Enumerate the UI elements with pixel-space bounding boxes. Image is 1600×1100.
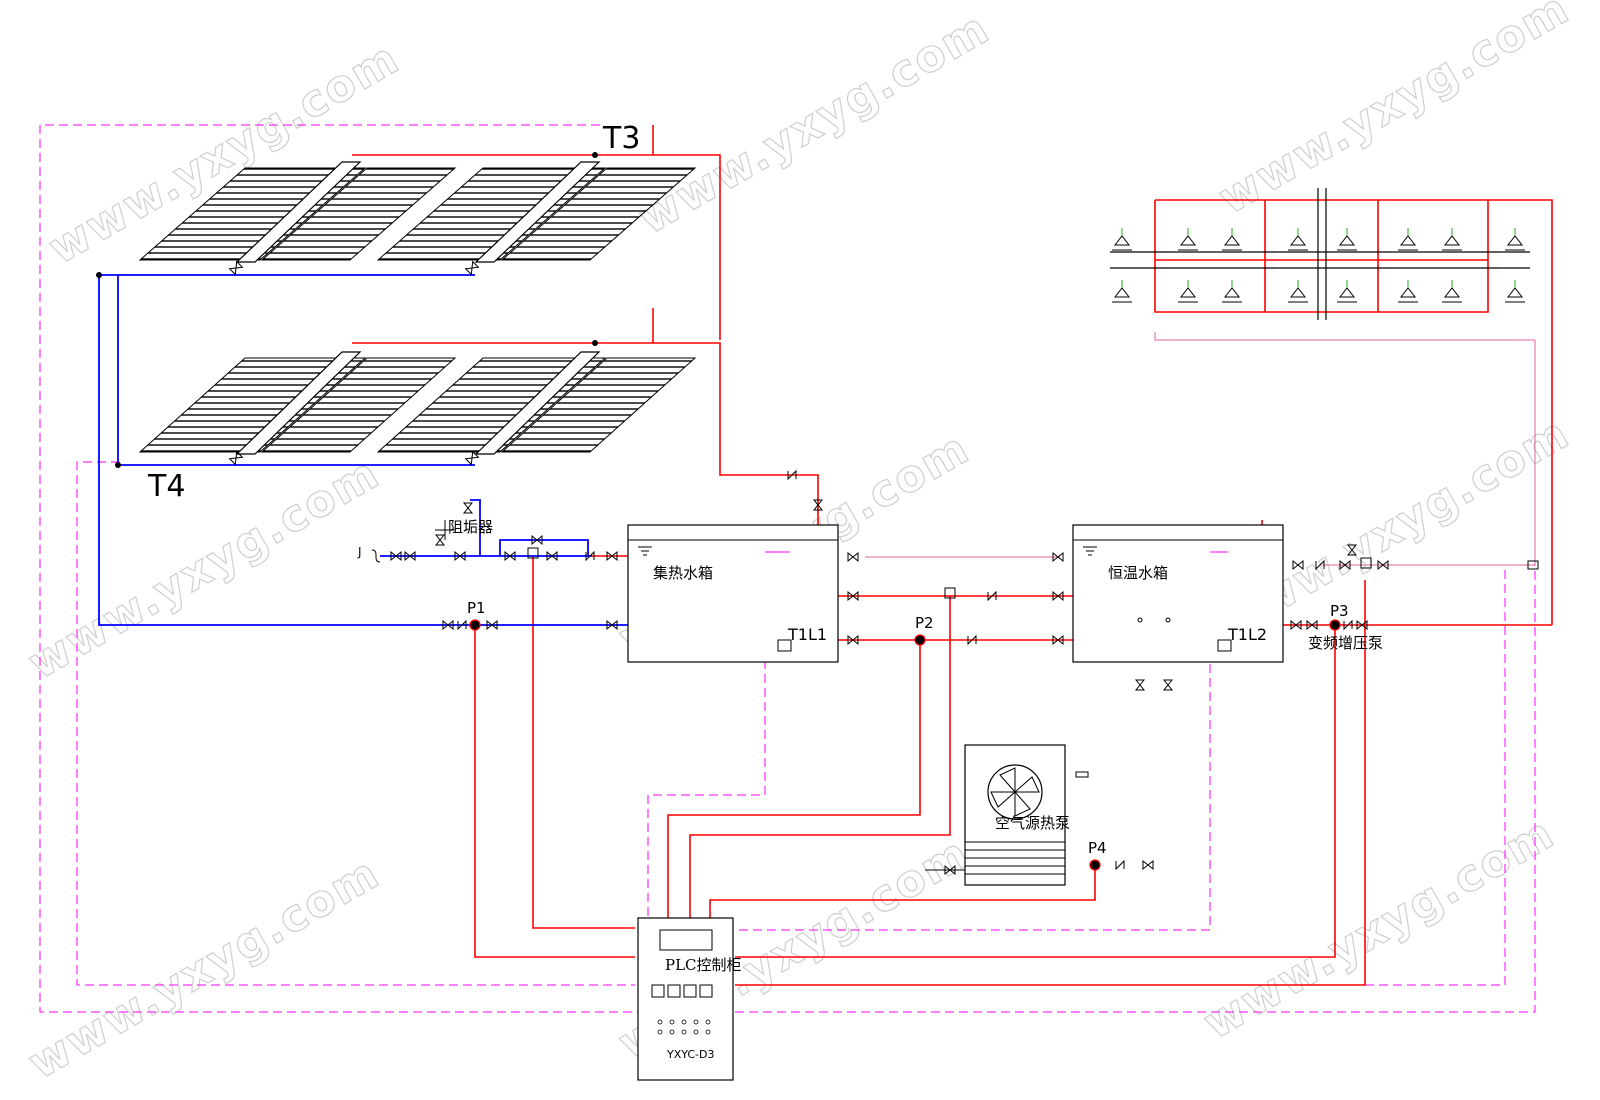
air-source-heat-pump: 空气源热泵 [925, 744, 1089, 886]
pump-p1-label: P1 [467, 599, 486, 617]
watermark: www.yxyg.com [1210, 0, 1578, 225]
collector-tank-label: 集热水箱 [653, 564, 713, 582]
sensor-t4-label: T4 [147, 469, 185, 504]
solar-collector-array-lower [138, 351, 697, 455]
heat-pump-label: 空气源热泵 [995, 814, 1070, 832]
inlet-mark: J [357, 545, 362, 559]
pump-p1: P1 [467, 599, 486, 631]
pump-p4-label: P4 [1088, 839, 1107, 857]
plc-control-cabinet: PLC控制柜 YXYC-D3 [637, 917, 742, 1081]
solar-collector-array-upper [138, 161, 697, 263]
pump-p3-label: P3 [1330, 602, 1349, 620]
pump-p2: P2 [914, 614, 934, 646]
sensor-t1l1-label: T1L1 [787, 625, 827, 644]
collector-water-tank: 集热水箱 T1L1 [627, 524, 839, 663]
pump-p4: P4 [1088, 839, 1154, 871]
fan-icon [990, 767, 1040, 817]
watermark: www.yxyg.com [630, 2, 998, 244]
valves: 阻垢器 J [357, 470, 1539, 645]
street-lines [1110, 188, 1530, 320]
pump-p2-label: P2 [915, 614, 934, 632]
sensor-t3-label: T3 [602, 121, 640, 156]
watermark: www.yxyg.com [20, 447, 388, 689]
plc-cabinet-label: PLC控制柜 [665, 956, 742, 974]
watermark: www.yxyg.com [1195, 807, 1563, 1049]
watermark: www.yxyg.com [20, 847, 388, 1089]
control-lines [865, 332, 1536, 566]
plc-model-label: YXYC-D3 [666, 1048, 715, 1061]
pump-p3: P3 变频增压泵 [1308, 602, 1383, 652]
sensor-t1l2-label: T1L2 [1227, 625, 1267, 644]
filter-label: 阻垢器 [448, 518, 493, 536]
constant-temperature-tank: 恒温水箱 T1L2 [1072, 524, 1284, 691]
booster-pump-label: 变频增压泵 [1308, 634, 1383, 652]
constant-tank-label: 恒温水箱 [1108, 564, 1168, 582]
collector-joints [96, 152, 598, 468]
